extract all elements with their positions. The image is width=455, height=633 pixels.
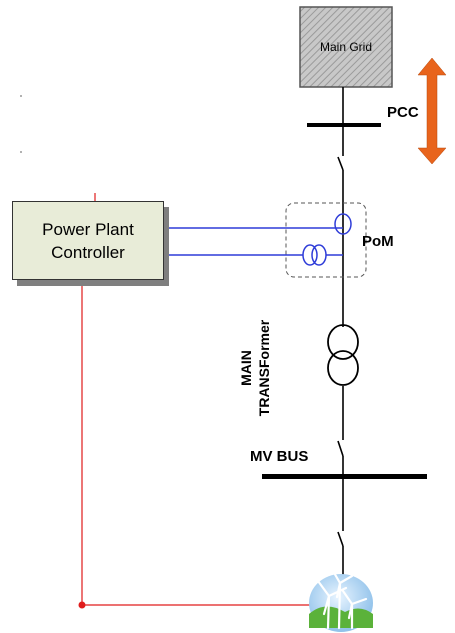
pom-label: PoM [362, 233, 394, 250]
edge-tick-marks [20, 95, 22, 153]
main-transformer-icon [327, 324, 359, 386]
pcc-label: PCC [387, 104, 419, 121]
current-transformer-icon [334, 213, 352, 235]
main-grid-label: Main Grid [319, 40, 372, 54]
main-grid-box [299, 6, 393, 88]
main-feeder-line [337, 87, 344, 577]
controller-label-line2: Controller [51, 242, 125, 262]
control-junction-dot [78, 601, 86, 609]
power-plant-controller-box: Power Plant Controller [12, 201, 164, 280]
transformer-label-line2: TRANSFormer [256, 319, 272, 417]
pcc-double-arrow [417, 57, 447, 165]
voltage-transformer-icon [302, 244, 327, 266]
controller-label-line1: Power Plant [42, 219, 134, 239]
measurement-lines [162, 227, 343, 256]
mv-bus-bar [262, 474, 427, 479]
main-transformer-label: MAIN TRANSFormer [235, 303, 275, 433]
pcc-bus-bar [307, 123, 381, 127]
mv-bus-label: MV BUS [250, 448, 309, 465]
wind-turbine-icon [309, 569, 373, 632]
pom-dashed-box [285, 202, 367, 278]
transformer-label-line1: MAIN [238, 350, 254, 386]
control-lines [81, 193, 315, 606]
